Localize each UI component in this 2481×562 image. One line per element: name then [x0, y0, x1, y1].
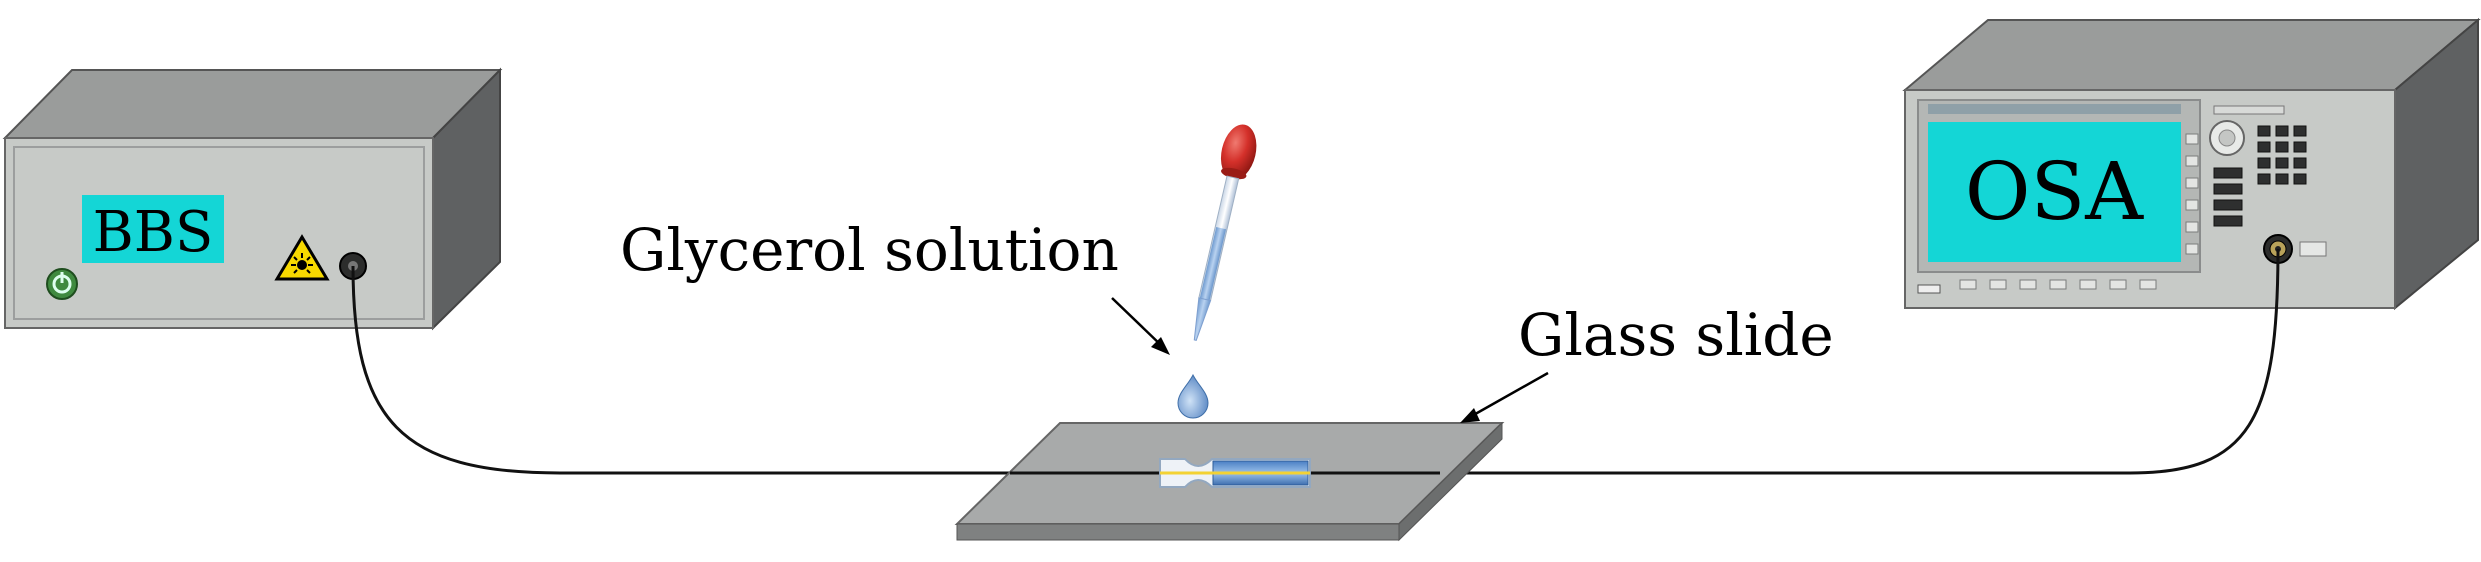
pipette-icon: [1193, 124, 1257, 341]
optical-fiber: [351, 248, 2280, 475]
laser-warning-icon: [274, 234, 330, 281]
osa-analyzer-unit: OSA: [1902, 17, 2481, 311]
osa-keypad: [2257, 125, 2307, 185]
glass-slide-label: Glass slide: [1518, 301, 1834, 369]
osa-screen: [1928, 122, 2181, 262]
osa-screen-titlebar: [1928, 104, 2181, 114]
osa-port-plate: [2299, 241, 2327, 257]
osa-drive-slot: [1917, 284, 1941, 294]
glass-slide-arrow: [1460, 371, 1549, 423]
bbs-top-face: [2, 69, 503, 139]
droplet-icon: [1177, 373, 1209, 419]
osa-indicator-strip: [2213, 105, 2285, 115]
osa-side-softkeys: [2185, 133, 2199, 255]
osa-label: OSA: [1965, 145, 2144, 238]
fiber-sensor-icon: [1159, 458, 1311, 488]
glycerol-solution-label: Glycerol solution: [620, 216, 1119, 284]
bbs-display: [82, 195, 224, 263]
osa-rotary-knob: [2209, 120, 2245, 156]
osa-function-keys: [2213, 167, 2243, 227]
bbs-front-panel: [13, 146, 425, 320]
bbs-label: BBS: [93, 200, 214, 265]
glass-slide-front-edge: [956, 523, 1400, 541]
glycerol-arrow: [1111, 297, 1170, 355]
bbs-source-unit: BBS: [2, 67, 503, 331]
glass-slide-side-edge: [1398, 421, 1503, 542]
power-icon: [46, 268, 78, 300]
osa-bottom-softkeys: [1959, 279, 2157, 290]
osa-top-face: [1902, 19, 2481, 91]
